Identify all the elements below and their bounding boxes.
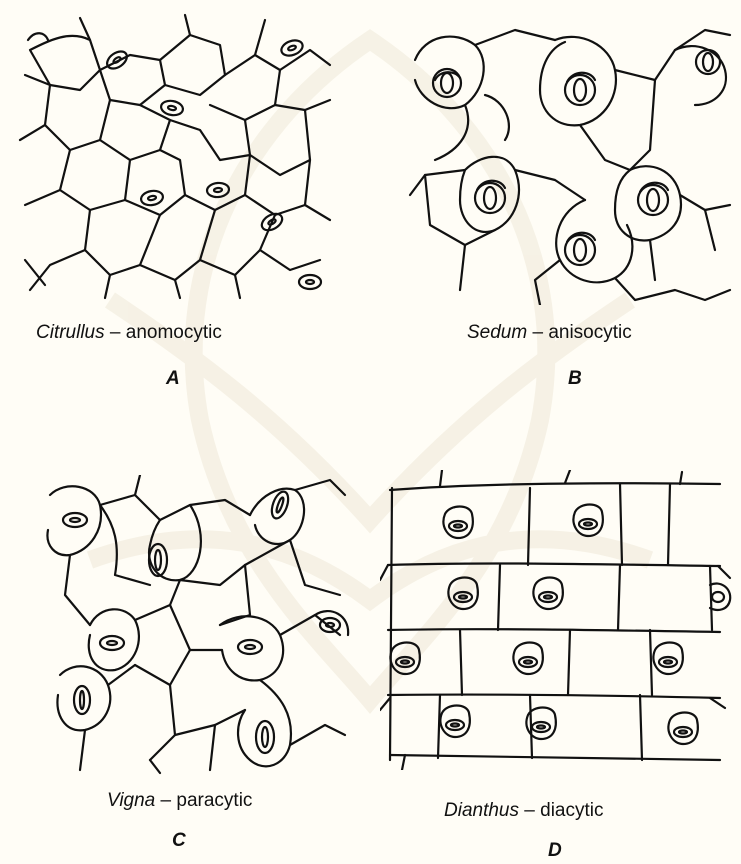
panel-c-sep: – bbox=[155, 790, 176, 811]
panel-b-letter: B bbox=[568, 368, 582, 390]
panel-c-drawing bbox=[40, 475, 350, 775]
panel-b-sep: – bbox=[527, 322, 548, 343]
panel-b-genus: Sedum bbox=[467, 322, 527, 343]
panel-a-caption: Citrullus – anomocytic bbox=[36, 322, 222, 344]
panel-d-drawing bbox=[380, 470, 735, 770]
panel-c-genus: Vigna bbox=[107, 790, 155, 811]
panel-c-letter: C bbox=[172, 830, 186, 852]
panel-d-letter: D bbox=[548, 840, 562, 862]
panel-a-drawing bbox=[10, 10, 335, 300]
panel-d-sep: – bbox=[519, 800, 540, 821]
panel-a-genus: Citrullus bbox=[36, 322, 105, 343]
panel-d-genus: Dianthus bbox=[444, 800, 519, 821]
panel-b-type: anisocytic bbox=[548, 322, 631, 343]
panel-c-caption: Vigna – paracytic bbox=[107, 790, 252, 812]
panel-b-caption: Sedum – anisocytic bbox=[467, 322, 632, 344]
panel-a-type: anomocytic bbox=[126, 322, 222, 343]
panel-d-type: diacytic bbox=[540, 800, 603, 821]
panel-a-letter: A bbox=[166, 368, 180, 390]
panel-b-drawing bbox=[405, 10, 735, 305]
panel-a-sep: – bbox=[105, 322, 126, 343]
panel-d-caption: Dianthus – diacytic bbox=[444, 800, 603, 822]
panel-c-type: paracytic bbox=[176, 790, 252, 811]
